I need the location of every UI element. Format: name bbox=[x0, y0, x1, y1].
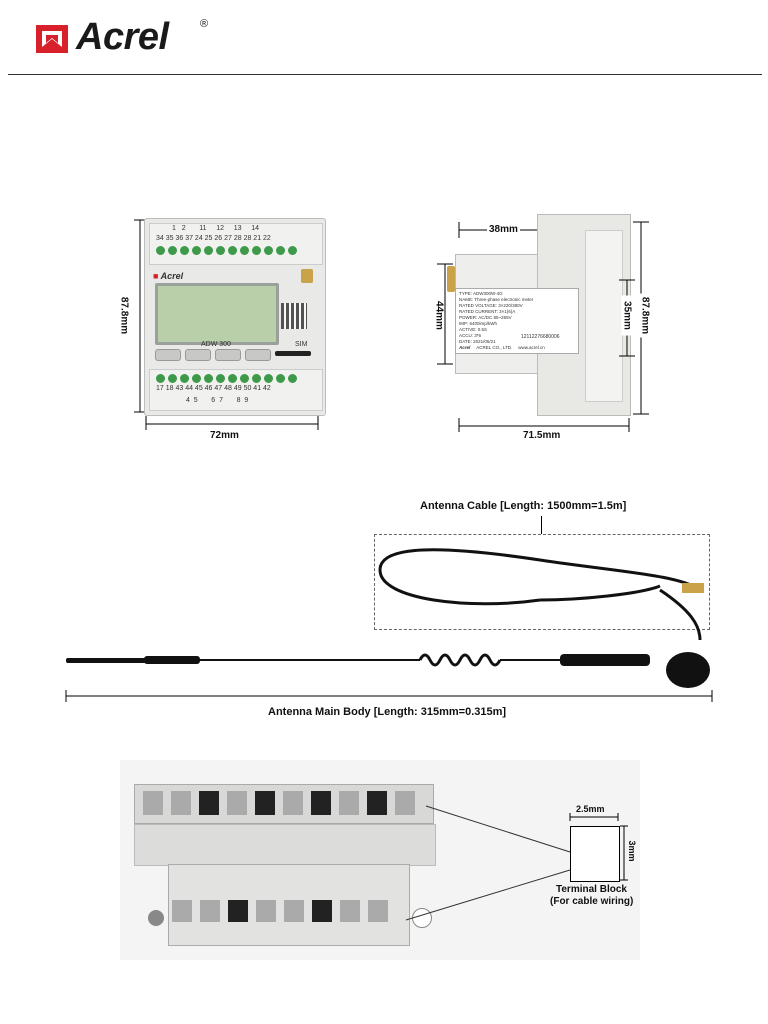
terminal-upper-block bbox=[134, 784, 434, 824]
sim-label: SIM bbox=[295, 341, 308, 348]
sim-slot[interactable] bbox=[275, 351, 311, 356]
left-button[interactable] bbox=[185, 349, 211, 361]
side-width-label: 71.5mm bbox=[523, 430, 561, 441]
nameplate-accu: ACCU: 3*6 bbox=[459, 333, 482, 338]
device-model: ADW 300 bbox=[201, 341, 231, 348]
nameplate-imp: IMP: 6400imp/kWh bbox=[459, 321, 498, 326]
nameplate-web: www.acrel.cn bbox=[518, 345, 545, 350]
nameplate-type: TYPE: ADW300W-4G bbox=[459, 291, 503, 296]
side-width-dimension bbox=[458, 418, 630, 432]
terminal-lower-slots bbox=[172, 900, 388, 922]
nameplate-current: RATED CURRENT: 3×1(6)A bbox=[459, 309, 516, 314]
up-button[interactable] bbox=[215, 349, 241, 361]
nameplate-power: POWER: AC/DC 85~265V bbox=[459, 315, 512, 320]
side-view: 38mm 44mm TYPE: ADW300W-4G NAME: Three-p… bbox=[425, 210, 665, 450]
side-left-label: 44mm bbox=[433, 295, 445, 336]
terminal-middle bbox=[134, 824, 436, 866]
top-terminal-numbers-2: 34 35 36 37 24 25 26 27 28 28 21 22 bbox=[156, 235, 271, 242]
antenna-stub bbox=[447, 266, 455, 292]
antenna-cable-box bbox=[374, 534, 710, 630]
side-right-label: 87.8mm bbox=[639, 293, 651, 338]
top-terminal-screws bbox=[156, 246, 297, 255]
enter-button[interactable] bbox=[245, 349, 271, 361]
meter-front-body: 1 2 11 12 13 14 34 35 36 37 24 25 26 27 … bbox=[144, 218, 326, 416]
nameplate-company: ACREL CO., LTD. bbox=[476, 345, 513, 350]
front-width-label: 72mm bbox=[210, 430, 239, 441]
device-brand-label: ■ Acrel bbox=[153, 271, 184, 281]
nameplate: TYPE: ADW300W-4G NAME: Three-phase elect… bbox=[455, 288, 579, 354]
acrel-logo: Acrel ® bbox=[34, 16, 234, 62]
antenna-section: Antenna Cable [Length: 1500mm=1.5m] Ante… bbox=[0, 490, 768, 730]
front-height-label: 87.8mm bbox=[118, 296, 130, 335]
brand-name: Acrel bbox=[76, 16, 169, 58]
bottom-terminal-screws bbox=[156, 374, 297, 383]
terminal-screw-left bbox=[148, 910, 164, 926]
front-button-row bbox=[155, 349, 271, 361]
acrel-logo-mark-icon bbox=[34, 23, 70, 55]
terminal-square bbox=[570, 826, 620, 882]
antenna-cable-label: Antenna Cable [Length: 1500mm=1.5m] bbox=[420, 500, 627, 512]
antenna-cable-pointer bbox=[541, 516, 542, 534]
top-terminal-numbers-1: 1 2 11 12 13 14 bbox=[172, 225, 260, 232]
set-button[interactable] bbox=[155, 349, 181, 361]
antenna-connector-icon bbox=[301, 269, 313, 283]
terminal-section: 2.5mm 3mm Terminal Block (For cable wiri… bbox=[120, 760, 680, 970]
terminal-callout-lines bbox=[405, 805, 628, 921]
nameplate-serial: 12112276680006 bbox=[521, 334, 560, 340]
terminal-width-label: 2.5mm bbox=[576, 804, 605, 814]
terminal-subtitle: (For cable wiring) bbox=[550, 896, 634, 907]
terminal-title: Terminal Block bbox=[556, 884, 627, 895]
nameplate-name: NAME: Three-phase electronic meter bbox=[459, 297, 534, 302]
bottom-terminal-numbers-1: 17 18 43 44 45 46 47 48 49 50 41 42 bbox=[156, 385, 271, 392]
nameplate-voltage: RATED VOLTAGE: 3×220/380V bbox=[459, 303, 523, 308]
qr-code bbox=[281, 303, 307, 329]
front-view: 87.8mm 1 2 11 12 13 14 34 35 36 37 24 25… bbox=[110, 210, 340, 450]
terminal-height-label: 3mm bbox=[627, 840, 637, 862]
device-brand: Acrel bbox=[160, 271, 184, 281]
antenna-drawing bbox=[65, 548, 713, 702]
registered-mark: ® bbox=[200, 18, 208, 30]
bottom-terminal-block: 17 18 43 44 45 46 47 48 49 50 41 42 4 5 … bbox=[149, 369, 323, 411]
bottom-terminal-numbers-2: 4 5 6 7 8 9 bbox=[186, 397, 249, 404]
nameplate-date: DATE: 2021/05/21 bbox=[459, 339, 496, 344]
front-width-dimension bbox=[145, 416, 319, 430]
side-left-dimension bbox=[437, 263, 453, 365]
lcd-display bbox=[155, 283, 279, 345]
antenna-body-label: Antenna Main Body [Length: 315mm=0.315m] bbox=[268, 706, 507, 718]
side-din-inner bbox=[585, 230, 623, 402]
nameplate-active: ACTIVE: 0.5S bbox=[459, 327, 488, 332]
top-terminal-block: 1 2 11 12 13 14 34 35 36 37 24 25 26 27 … bbox=[149, 223, 323, 265]
nameplate-brand: Acrel bbox=[459, 345, 471, 350]
header: Acrel ® bbox=[0, 0, 768, 76]
side-depth-label: 38mm bbox=[487, 224, 520, 235]
header-divider bbox=[8, 74, 762, 75]
